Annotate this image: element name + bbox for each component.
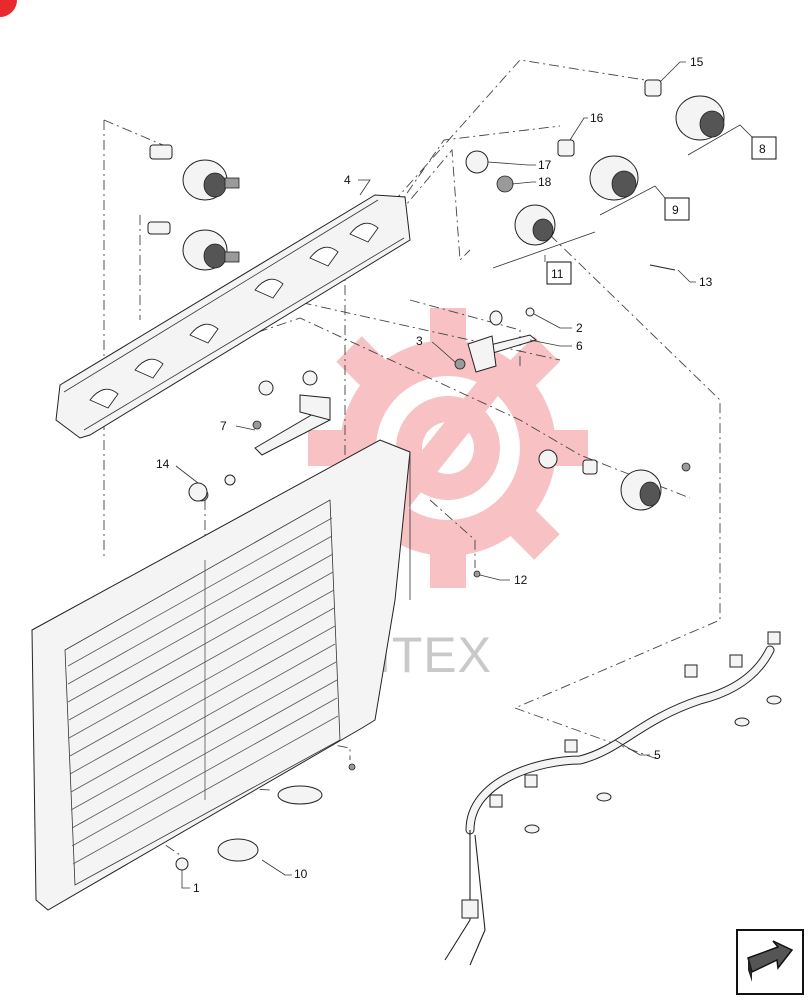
callout-16: 16 bbox=[569, 111, 604, 141]
svg-text:8: 8 bbox=[759, 142, 766, 156]
boxed-ref-11[interactable]: 11 bbox=[492, 231, 596, 285]
callout-15: 15 bbox=[659, 55, 704, 83]
boxed-ref-9[interactable]: 9 bbox=[599, 185, 690, 221]
svg-text:9: 9 bbox=[672, 203, 679, 217]
svg-text:18: 18 bbox=[538, 175, 552, 189]
wiring-harness bbox=[444, 631, 782, 966]
svg-text:7: 7 bbox=[220, 419, 227, 433]
svg-text:12: 12 bbox=[514, 573, 528, 587]
callout-4: 4 bbox=[344, 173, 371, 196]
callout-17: 17 bbox=[487, 158, 552, 172]
callout-12: 12 bbox=[479, 573, 528, 587]
callout-1: 1 bbox=[181, 870, 200, 895]
callout-10: 10 bbox=[261, 859, 308, 881]
svg-text:6: 6 bbox=[576, 339, 583, 353]
svg-text:3: 3 bbox=[416, 334, 423, 348]
light-bar-bracket bbox=[55, 194, 411, 439]
callout-18: 18 bbox=[511, 175, 552, 189]
callout-13: 13 bbox=[649, 264, 713, 289]
svg-text:1: 1 bbox=[193, 881, 200, 895]
condenser-panel bbox=[31, 439, 481, 911]
callout-14: 14 bbox=[156, 457, 208, 502]
svg-text:11: 11 bbox=[551, 267, 564, 281]
lamp-17-18-assembly bbox=[465, 150, 556, 246]
lamp-16-assembly bbox=[557, 139, 639, 201]
callout-3: 3 bbox=[416, 334, 456, 363]
boxed-ref-8[interactable]: 8 bbox=[687, 124, 777, 160]
svg-text:16: 16 bbox=[590, 111, 604, 125]
svg-text:13: 13 bbox=[699, 275, 713, 289]
callout-5: 5 bbox=[614, 739, 661, 762]
bracket-7 bbox=[252, 370, 331, 456]
callout-6: 6 bbox=[529, 339, 583, 353]
lamp-15-assembly bbox=[644, 79, 725, 141]
bracket-6 bbox=[454, 307, 538, 373]
red-corner-badge bbox=[0, 0, 17, 17]
next-page-arrow-icon[interactable] bbox=[736, 929, 804, 995]
work-lamp-left-upper bbox=[149, 144, 240, 201]
side-lamp-assembly bbox=[538, 449, 691, 511]
callout-2: 2 bbox=[533, 313, 583, 335]
svg-text:17: 17 bbox=[538, 158, 552, 172]
callout-7: 7 bbox=[220, 419, 256, 433]
work-lamp-left-lower bbox=[147, 221, 240, 271]
svg-text:10: 10 bbox=[294, 867, 308, 881]
svg-text:2: 2 bbox=[576, 321, 583, 335]
svg-text:15: 15 bbox=[690, 55, 704, 69]
svg-text:4: 4 bbox=[344, 173, 351, 187]
svg-text:5: 5 bbox=[654, 748, 661, 762]
svg-text:14: 14 bbox=[156, 457, 170, 471]
